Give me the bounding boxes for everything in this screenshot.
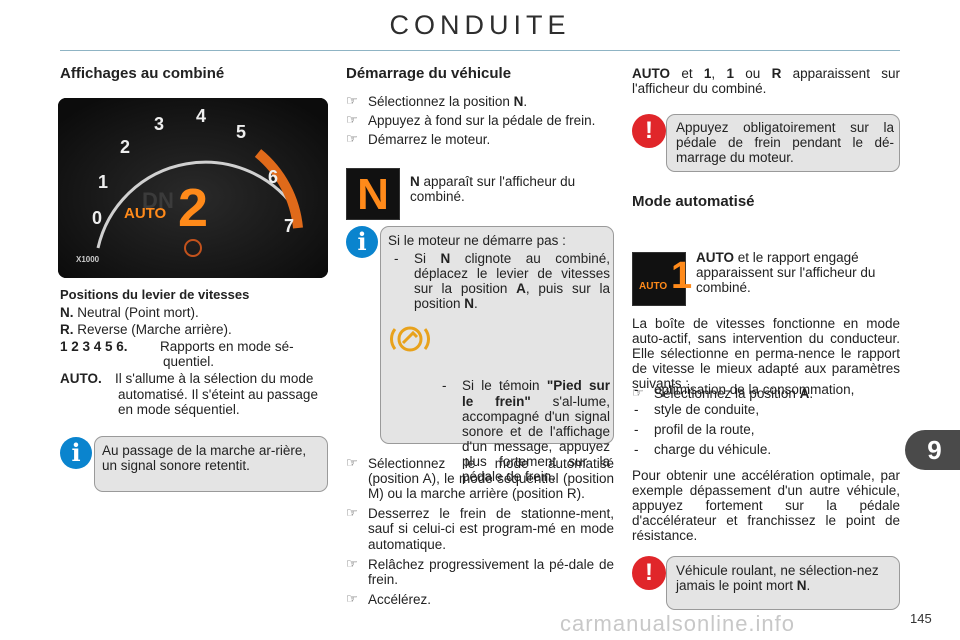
scale-7: 7 xyxy=(284,216,294,236)
warning-icon: ! xyxy=(632,114,666,148)
dial-multiplier: X1000 xyxy=(76,255,100,264)
hand-pointer-icon: ☞ xyxy=(346,131,358,147)
position-item: R. Reverse (Marche arrière). xyxy=(60,322,232,338)
warning-box-brake xyxy=(666,114,900,172)
positions-list: N. Neutral (Point mort). R. Reverse (Mar… xyxy=(60,305,330,417)
section-heading-displays: Affichages au combiné xyxy=(60,65,225,82)
scale-6: 6 xyxy=(268,167,278,187)
list-item: -charge du véhicule. xyxy=(634,442,772,458)
list-item: -optimisation de la consommation, xyxy=(634,382,855,397)
acceleration-paragraph: Pour obtenir une accélération optimale, … xyxy=(632,468,900,544)
info-text-reverse: Au passage de la marche ar-rière, un sig… xyxy=(102,443,307,474)
warning-text-neutral: Véhicule roulant, ne sélection-nez jamai… xyxy=(676,563,879,594)
list-item: -style de conduite, xyxy=(634,402,760,418)
instrument-cluster-image: 0 1 2 3 4 5 6 7 N D 2 AUTO X1000 xyxy=(58,98,328,278)
step-item: ☞Sélectionnez la position N. xyxy=(346,93,528,109)
info-dash-item: -Si N clignote au combiné, déplacez le l… xyxy=(394,251,611,312)
scale-1: 1 xyxy=(98,172,108,192)
scale-3: 3 xyxy=(154,114,164,134)
right-intro: AUTO et 1, 1 ou R apparaissent sur l'aff… xyxy=(632,66,900,97)
neutral-caption: N apparaît sur l'afficheur du combiné. xyxy=(410,174,576,205)
tachometer-graphic: 0 1 2 3 4 5 6 7 N D 2 AUTO X1000 xyxy=(58,98,328,278)
foot-on-brake-icon xyxy=(390,322,430,356)
watermark: carmanualsonline.info xyxy=(560,611,796,636)
hand-pointer-icon: ☞ xyxy=(346,505,358,521)
page-number: 145 xyxy=(910,611,932,626)
auto-display-gear: 1 xyxy=(671,255,693,297)
neutral-display-image: N xyxy=(346,168,400,220)
info-icon: i xyxy=(346,226,378,258)
scale-2: 2 xyxy=(120,137,130,157)
step-item: ☞Relâchez progressivement la pé-dale de … xyxy=(346,555,614,587)
section-heading-auto: Mode automatisé xyxy=(632,193,755,210)
warning-icon: ! xyxy=(632,556,666,590)
position-item: 1 2 3 4 5 6.Rapports en mode sé-quentiel… xyxy=(60,339,294,370)
info-dash-item: -Si le témoin "Pied sur le frein" s'al-l… xyxy=(442,378,611,485)
position-item: N. Neutral (Point mort). xyxy=(60,305,199,320)
info-icon: i xyxy=(60,437,92,469)
scale-4: 4 xyxy=(196,106,206,126)
hand-pointer-icon: ☞ xyxy=(346,455,358,470)
scale-5: 5 xyxy=(236,122,246,142)
parameters-list: -optimisation de la consommation, -style… xyxy=(632,382,900,457)
page-title: CONDUITE xyxy=(389,10,571,40)
dial-gear: 2 xyxy=(178,178,208,238)
step-item: ☞Sélectionnez le mode automatisé (positi… xyxy=(346,455,614,502)
auto-caption: AUTO et le rapport engagé apparaissent s… xyxy=(696,250,876,296)
step-item: ☞Desserrez le frein de stationne-ment, s… xyxy=(346,505,614,552)
step-item: ☞Sélectionnez la position A. xyxy=(632,385,814,402)
start-steps-continued: ☞Sélectionnez le mode automatisé (positi… xyxy=(346,455,614,607)
hand-pointer-icon: ☞ xyxy=(632,385,644,401)
info-title: Si le moteur ne démarre pas : xyxy=(388,233,566,248)
dial-mode: AUTO xyxy=(124,205,167,222)
auto-paragraph: La boîte de vitesses fonctionne en mode … xyxy=(632,316,900,392)
hand-pointer-icon: ☞ xyxy=(346,93,358,108)
warning-box-neutral xyxy=(666,556,900,610)
hand-pointer-icon: ☞ xyxy=(346,112,358,128)
dial-d-label: D xyxy=(142,188,158,213)
list-item: -profil de la route, xyxy=(634,422,755,438)
step-item: ☞Appuyez à fond sur la pédale de frein. xyxy=(346,112,596,129)
hand-pointer-icon: ☞ xyxy=(346,555,358,571)
hand-pointer-icon: ☞ xyxy=(346,590,358,606)
auto-display-mode: AUTO xyxy=(639,281,668,292)
start-steps: ☞Sélectionnez la position N. ☞Appuyez à … xyxy=(346,93,614,148)
dial-n-label: N xyxy=(158,188,174,213)
info-box-reverse xyxy=(94,436,328,492)
header-divider xyxy=(60,50,900,51)
scale-0: 0 xyxy=(92,208,102,228)
chapter-tab: 9 xyxy=(905,430,960,470)
position-item: AUTO.Il s'allume à la sélection du mode … xyxy=(60,371,318,417)
positions-heading: Positions du levier de vitesses xyxy=(60,287,250,302)
step-item: ☞Accélérez. xyxy=(346,590,432,607)
step-item: ☞Démarrez le moteur. xyxy=(346,131,491,148)
section-heading-start: Démarrage du véhicule xyxy=(346,65,512,82)
auto-display-image: AUTO 1 xyxy=(632,252,692,306)
warning-text-brake: Appuyez obligatoirement sur la pédale de… xyxy=(676,120,894,166)
neutral-display-glyph: N xyxy=(357,170,389,219)
